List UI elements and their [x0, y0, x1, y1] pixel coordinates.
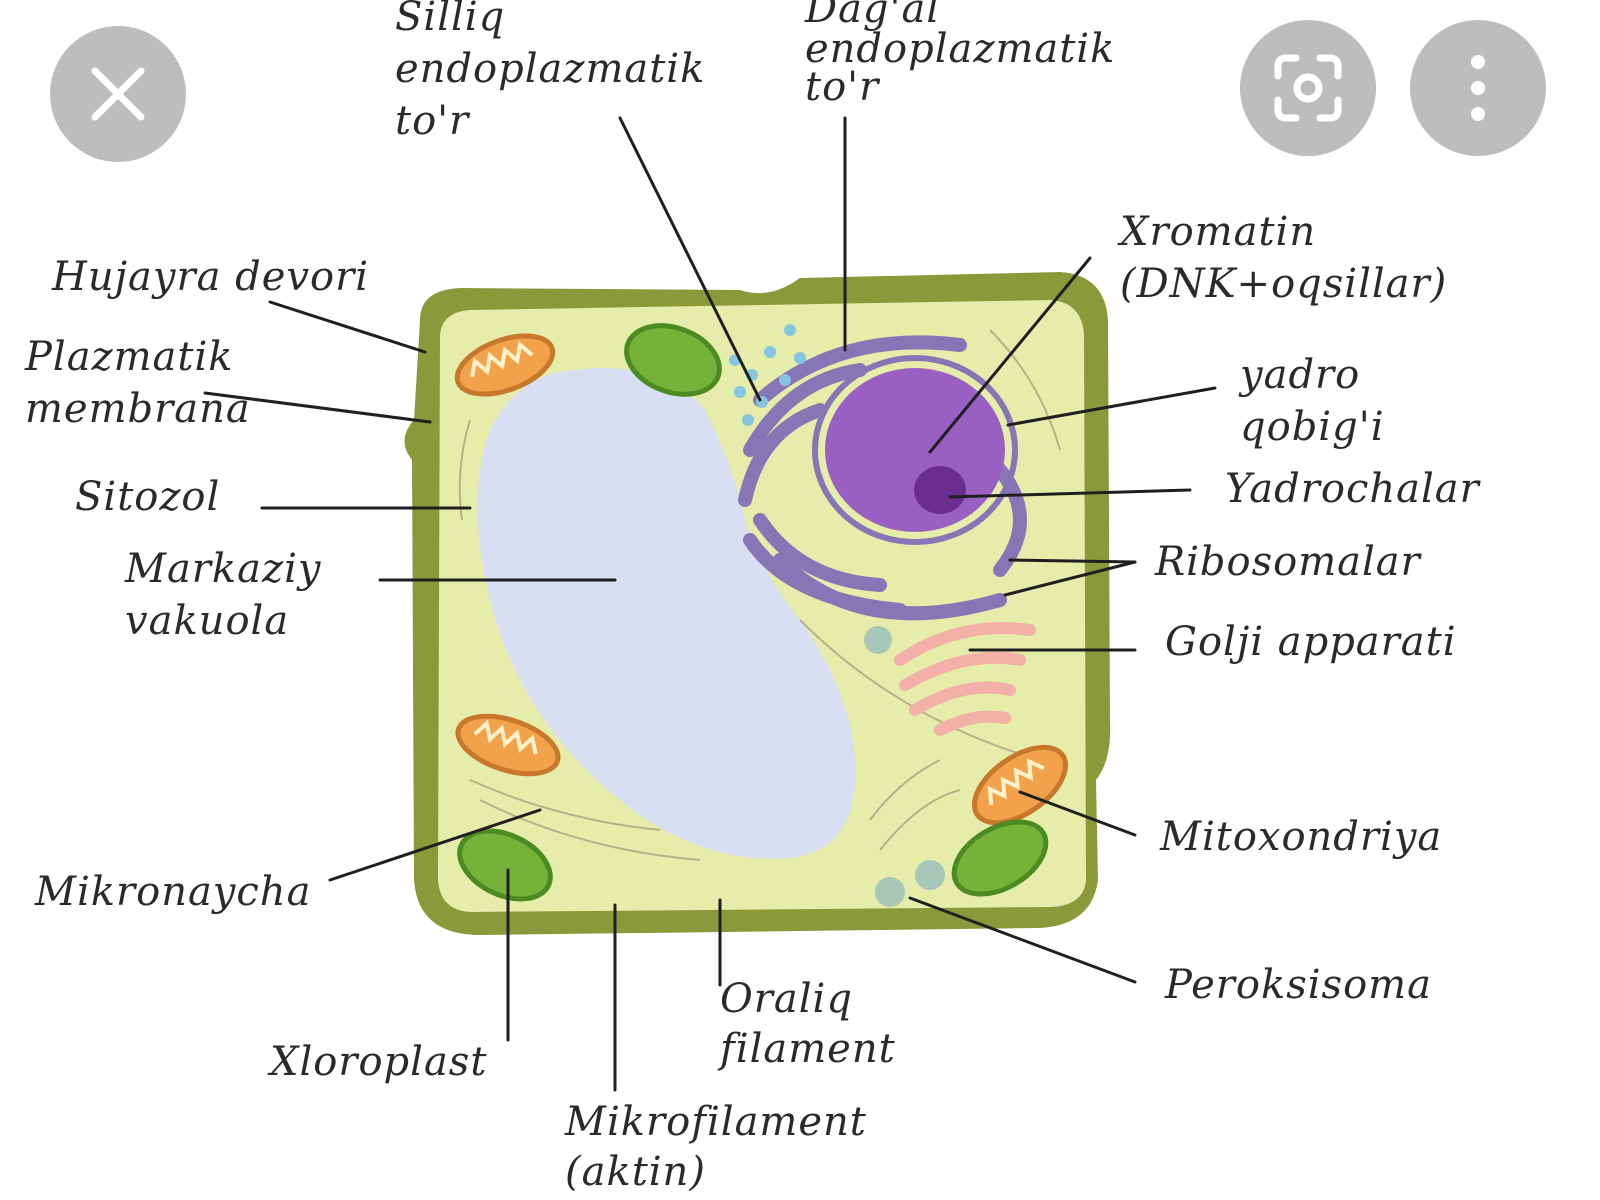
- more-options-button[interactable]: [1410, 20, 1546, 156]
- label-cytosol: Sitozol: [75, 474, 220, 520]
- label-nuclear-envelope: yadro qobig'i: [1238, 352, 1384, 450]
- label-chromatin: Xromatin (DNK+oqsillar): [1117, 209, 1447, 307]
- mitochondria: [454, 333, 1069, 826]
- label-nuclear-envelope-line2: qobig'i: [1240, 404, 1384, 450]
- label-central-vacuole: Markaziy vakuola: [124, 546, 335, 644]
- close-icon: [91, 67, 145, 121]
- smooth-er: [729, 324, 806, 426]
- label-mitochondria: Mitoxondriya: [1159, 814, 1442, 860]
- close-button[interactable]: [50, 26, 186, 162]
- label-ribosomes: Ribosomalar: [1154, 539, 1423, 585]
- lens-search-button[interactable]: [1240, 20, 1376, 156]
- label-chloroplast: Xloroplast: [267, 1039, 487, 1085]
- filaments: [458, 329, 1061, 861]
- label-microfilament-line2: (aktin): [565, 1149, 706, 1195]
- label-cell-wall: Hujayra devori: [51, 254, 369, 300]
- label-microtubule: Mikronaycha: [34, 869, 311, 915]
- label-peroxisome: Peroksisoma: [1164, 962, 1432, 1008]
- label-rough-er-line1: Dag'al: [804, 0, 940, 32]
- label-golgi: Golji apparati: [1165, 619, 1456, 665]
- label-plasma-membrane-line1: Plazmatik: [24, 334, 234, 380]
- label-microfilament-line1: Mikrofilament: [564, 1099, 867, 1145]
- label-nucleolus: Yadrochalar: [1225, 466, 1482, 512]
- label-intermediate-filament: Oraliq filament: [717, 976, 896, 1072]
- label-central-vacuole-line1: Markaziy: [124, 546, 322, 592]
- label-intermediate-filament-line1: Oraliq: [720, 976, 853, 1022]
- label-plasma-membrane: Plazmatik membrana: [24, 334, 251, 432]
- label-central-vacuole-line2: vakuola: [125, 598, 289, 644]
- label-smooth-er: Silliq endoplazmatik to'r: [395, 0, 719, 144]
- label-smooth-er-line3: to'r: [395, 98, 471, 144]
- label-rough-er: Dag'al endoplazmatik to'r: [804, 0, 1129, 110]
- label-plasma-membrane-line2: membrana: [25, 386, 251, 432]
- rough-er: [738, 335, 1027, 621]
- more-vertical-icon: [1471, 55, 1485, 121]
- label-smooth-er-line2: endoplazmatik: [395, 46, 705, 92]
- label-microfilament: Mikrofilament (aktin): [564, 1099, 881, 1195]
- label-nuclear-envelope-line1: yadro: [1238, 352, 1360, 398]
- label-rough-er-line2: endoplazmatik: [805, 26, 1115, 72]
- labels: Silliq endoplazmatik to'r Dag'al endopla…: [24, 0, 1482, 1195]
- label-smooth-er-line1: Silliq: [395, 0, 505, 40]
- label-chromatin-line2: (DNK+oqsillar): [1120, 261, 1447, 307]
- chloroplasts: [457, 323, 1049, 902]
- golgi-apparatus: [894, 622, 1036, 736]
- peroxisomes: [864, 626, 945, 907]
- lens-search-icon: [1274, 54, 1342, 122]
- label-intermediate-filament-line2: filament: [717, 1026, 896, 1072]
- central-vacuole: [477, 367, 856, 859]
- nucleolus: [914, 466, 966, 514]
- nuclear-envelope: [812, 355, 1018, 545]
- leader-lines: [203, 116, 1217, 1092]
- label-rough-er-line3: to'r: [805, 64, 881, 110]
- label-chromatin-line1: Xromatin: [1117, 209, 1316, 255]
